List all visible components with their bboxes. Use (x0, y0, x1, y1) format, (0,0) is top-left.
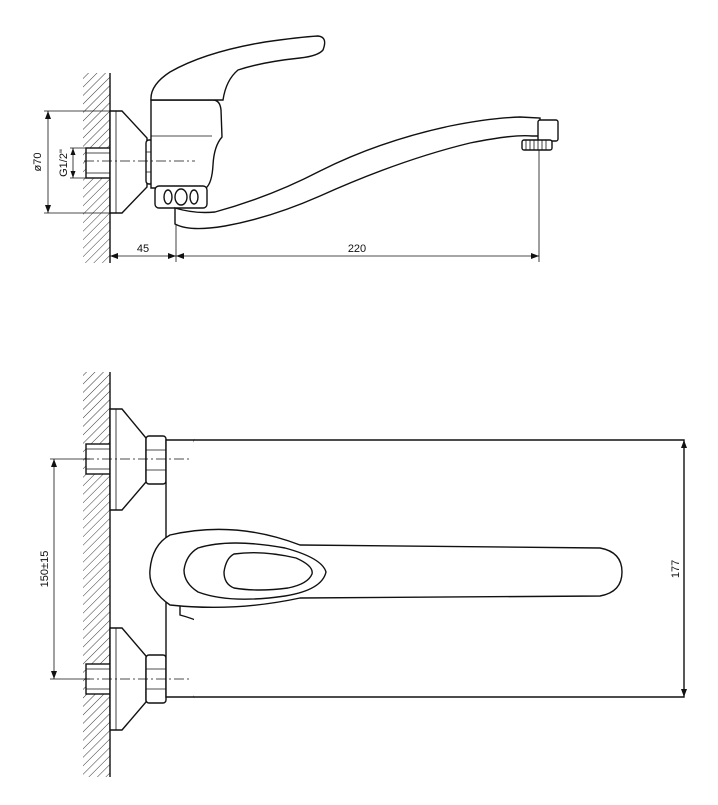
dim-diameter-label: ø70 (32, 153, 44, 172)
eccentric-nut-upper (145, 435, 167, 485)
wall-hatch-bottom (83, 372, 110, 777)
dim-height-label: 177 (670, 560, 682, 578)
front-view: 150±15 177 (39, 372, 687, 777)
dim-spout-length-label: 220 (348, 243, 366, 255)
spout-side (174, 116, 541, 230)
side-view: ø70 G1/2" 45 220 (32, 35, 559, 263)
dim-inlet-spacing-label: 150±15 (39, 551, 51, 588)
faucet-body-side (150, 99, 223, 189)
diverter-ring-side (154, 185, 208, 209)
inlet-pipe-side (85, 147, 111, 179)
escutcheon-side (109, 110, 148, 214)
dim-offset-label: 45 (137, 243, 149, 255)
lever-handle-side (150, 35, 326, 101)
lever-grip-front (223, 551, 313, 591)
aerator-side (537, 119, 559, 142)
escutcheon-upper (109, 408, 147, 511)
dim-thread-label: G1/2" (58, 149, 70, 177)
